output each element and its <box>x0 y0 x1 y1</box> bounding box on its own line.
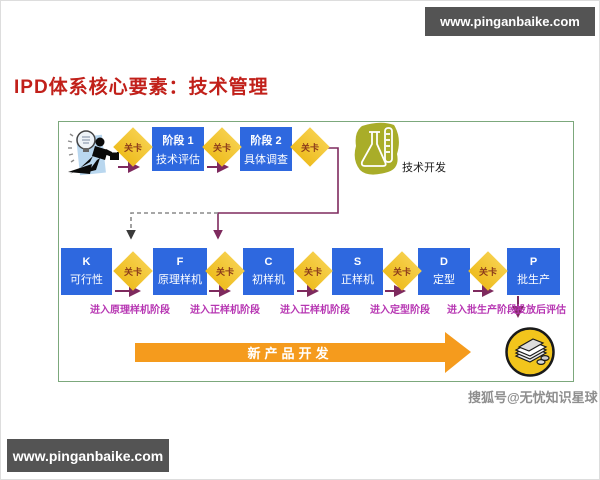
site-watermark-banner-bottom: www.pinganbaike.com <box>7 439 169 472</box>
phase-box-k-name: 可行性 <box>70 274 103 286</box>
stage-box-2: 阶段 2 具体调查 <box>240 127 292 171</box>
phase-box-c-letter: C <box>264 256 273 268</box>
gate-diamond-label: 关卡 <box>300 142 319 153</box>
transition-label-5: 进入批生产阶段 <box>447 305 517 316</box>
idea-person-icon <box>67 130 119 176</box>
gate-diamond-mid-5: 关卡 <box>468 251 508 291</box>
gate-diamond-top-1: 关卡 <box>113 127 153 167</box>
gate-diamond-mid-4: 关卡 <box>382 251 422 291</box>
gate-diamond-label: 关卡 <box>212 142 231 153</box>
phase-box-p: P 批生产 <box>507 248 560 295</box>
gate-diamond-label: 关卡 <box>123 266 142 277</box>
stage-box-1: 阶段 1 技术评估 <box>152 127 204 171</box>
transition-label-3: 进入正样机阶段 <box>280 305 350 316</box>
gate-diamond-label: 关卡 <box>392 266 411 277</box>
stage-box-1-line2: 技术评估 <box>156 153 200 166</box>
gate-diamond-label: 关卡 <box>478 266 497 277</box>
phase-box-s-name: 正样机 <box>341 274 374 286</box>
gate-diamond-label: 关卡 <box>123 142 142 153</box>
transition-label-1: 进入原理样机阶段 <box>90 305 170 316</box>
phase-box-k-letter: K <box>82 256 91 268</box>
stage-box-2-line1: 阶段 2 <box>250 134 282 147</box>
phase-box-f-letter: F <box>176 256 184 268</box>
new-product-dev-arrowhead <box>445 332 471 373</box>
new-product-dev-label: 新产品开发 <box>247 346 333 361</box>
phase-box-d-letter: D <box>440 256 448 268</box>
stage-box-1-line1: 阶段 1 <box>162 134 194 147</box>
page-title: IPD体系核心要素：技术管理 <box>14 77 269 98</box>
phase-box-c-name: 初样机 <box>252 274 285 286</box>
tech-dev-label: 技术开发 <box>402 162 446 174</box>
flask-icon <box>354 122 399 175</box>
transition-label-2: 进入正样机阶段 <box>190 305 260 316</box>
gate-diamond-label: 关卡 <box>303 266 322 277</box>
gate-diamond-top-2: 关卡 <box>202 127 242 167</box>
phase-box-f: F 原理样机 <box>153 248 207 295</box>
gate-diamond-mid-2: 关卡 <box>205 251 245 291</box>
gate-diamond-mid-3: 关卡 <box>293 251 333 291</box>
phase-box-p-letter: P <box>529 256 538 268</box>
gate-diamond-label: 关卡 <box>215 266 234 277</box>
transition-label-4: 进入定型阶段 <box>370 305 430 316</box>
phase-box-c: C 初样机 <box>243 248 294 295</box>
phase-box-d-name: 定型 <box>433 274 455 286</box>
phase-box-f-name: 原理样机 <box>158 274 202 286</box>
new-product-dev-arrow-body: 新产品开发 <box>135 343 445 362</box>
phase-box-d: D 定型 <box>418 248 470 295</box>
money-icon <box>505 327 555 377</box>
phase-box-s-letter: S <box>353 256 362 268</box>
transition-label-6: 投放后评估 <box>516 305 566 316</box>
gate-diamond-top-3: 关卡 <box>290 127 330 167</box>
stage-box-2-line2: 具体调查 <box>244 153 288 166</box>
phase-box-p-name: 批生产 <box>517 274 550 286</box>
new-product-dev-arrow: 新产品开发 <box>135 332 471 373</box>
sohu-watermark-text: 搜狐号@无忧知识星球 <box>468 390 598 405</box>
phase-box-k: K 可行性 <box>61 248 112 295</box>
site-watermark-banner-top: www.pinganbaike.com <box>425 7 595 36</box>
gate-diamond-mid-1: 关卡 <box>113 251 153 291</box>
phase-box-s: S 正样机 <box>332 248 383 295</box>
